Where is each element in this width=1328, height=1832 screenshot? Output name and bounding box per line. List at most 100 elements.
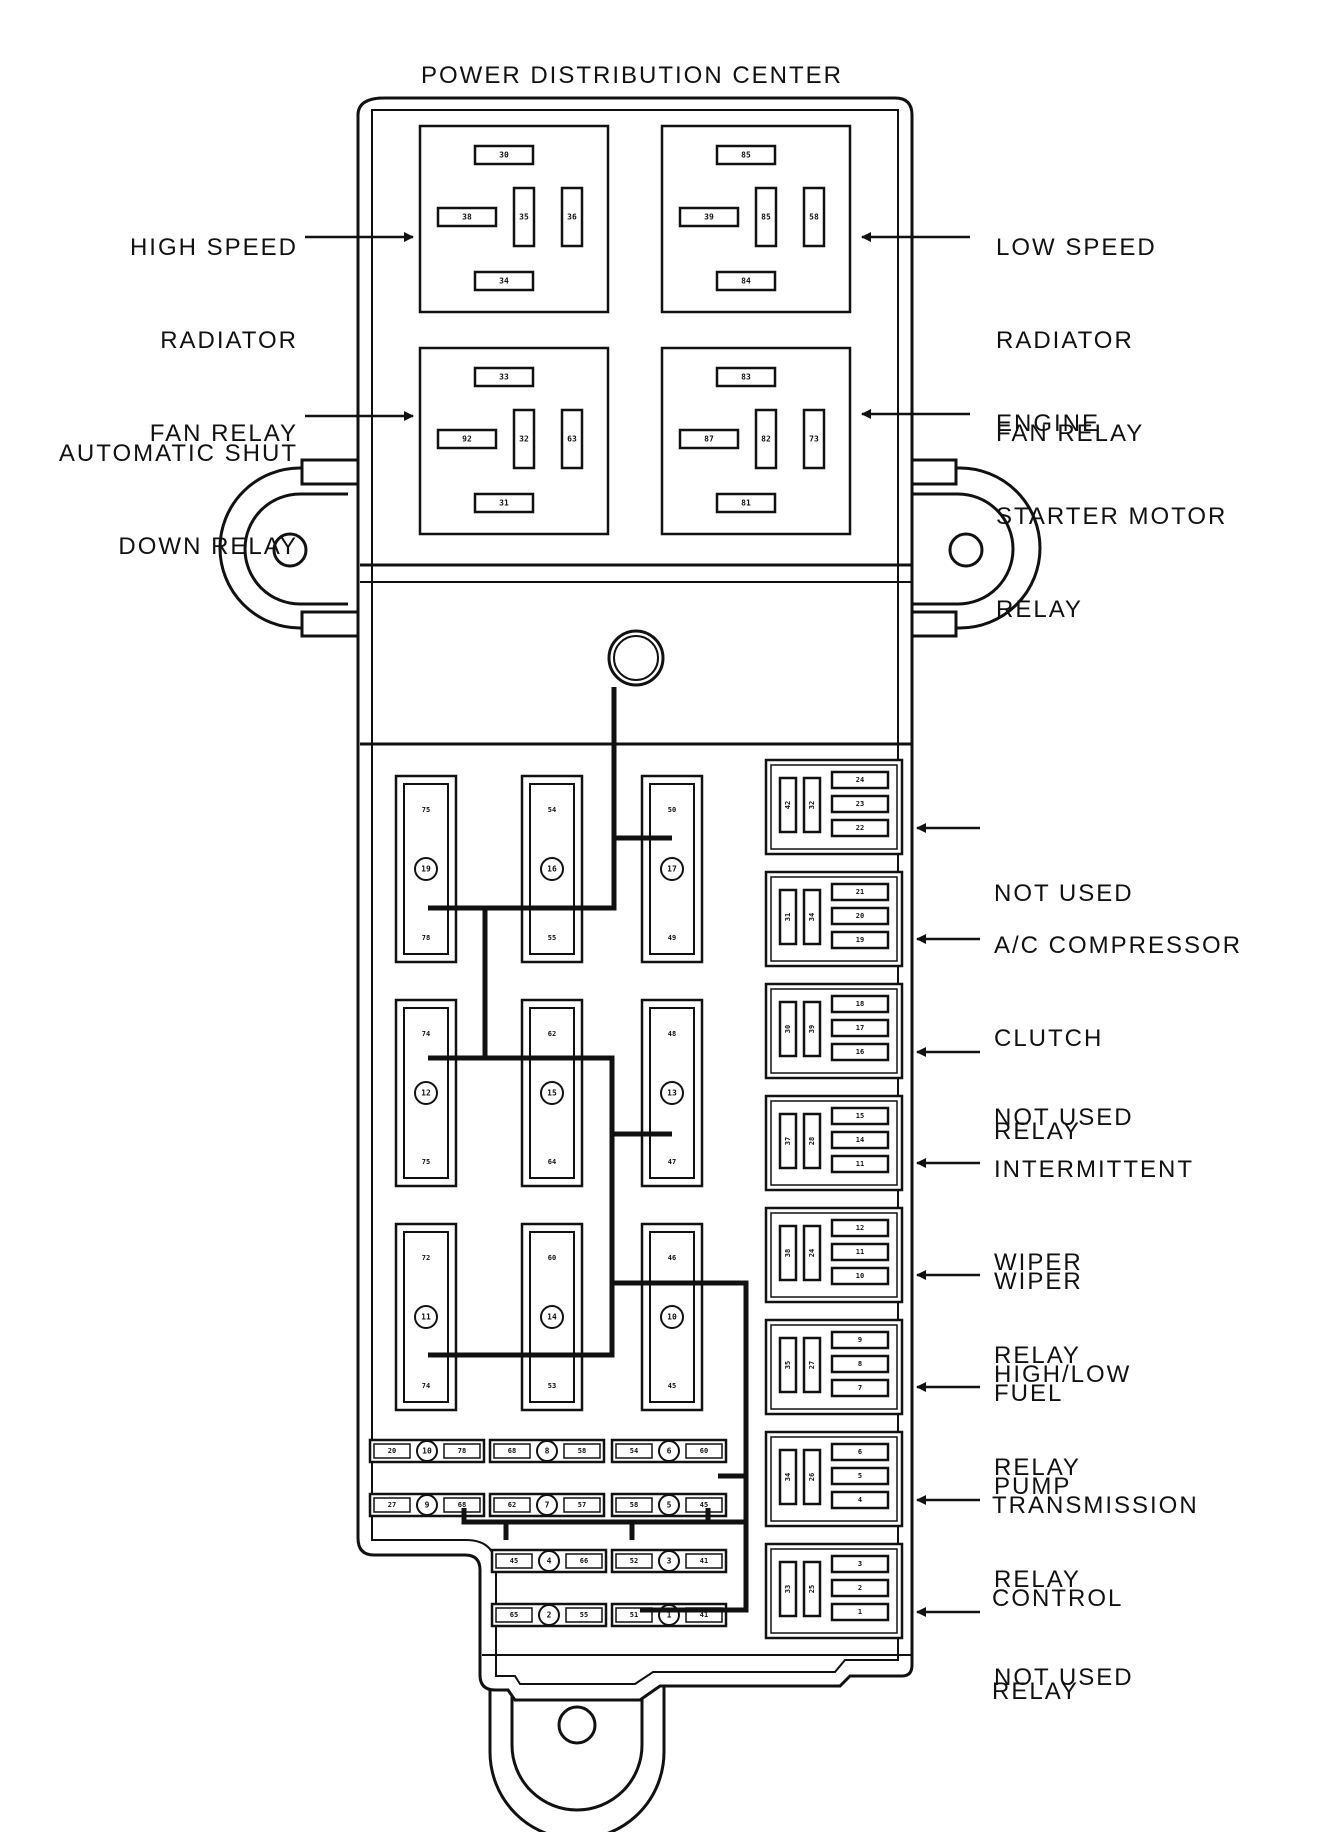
pin-slot	[473, 270, 535, 292]
label-intermittent-wiper-relay: INTERMITTENT WIPER RELAY	[994, 1092, 1194, 1402]
pin-slot	[715, 492, 777, 514]
pin-label: 38	[784, 1249, 792, 1257]
pin-label: 23	[856, 800, 864, 808]
pin-slot	[830, 794, 890, 814]
pin-slot	[802, 408, 826, 470]
pin-slot	[830, 906, 890, 926]
pin-slot	[473, 492, 535, 514]
pin-slot	[830, 1354, 890, 1374]
pin-label: 26	[808, 1473, 816, 1481]
pin-label: 75	[422, 1158, 430, 1166]
mini-fuse-ring	[538, 1550, 560, 1572]
pin-label: 31	[499, 499, 509, 508]
label-line: HIGH SPEED	[129, 234, 298, 261]
mini-fuse-terminal	[615, 1553, 653, 1569]
pin-label: 62	[508, 1501, 516, 1509]
mini-fuse-terminal	[565, 1553, 603, 1569]
mini-fuse-terminal	[615, 1497, 653, 1513]
pin-label: 46	[668, 1254, 676, 1262]
pin-slot	[802, 1448, 822, 1506]
label-line: RELAY	[996, 596, 1083, 623]
mini-fuse-ring	[658, 1494, 680, 1516]
pin-label: 3	[858, 1560, 862, 1568]
pin-slot	[436, 428, 498, 450]
label-transmission-control-relay: TRANSMISSION CONTROL RELAY	[992, 1428, 1199, 1738]
pin-slot	[830, 1154, 890, 1174]
diagram-title: POWER DISTRIBUTION CENTER	[421, 62, 844, 89]
pin-label: 41	[700, 1557, 708, 1565]
pin-slot	[715, 270, 777, 292]
pin-slot	[512, 186, 536, 248]
label-wiper-high-low-relay: WIPER HIGH/LOW RELAY	[994, 1204, 1131, 1514]
pin-label: 38	[462, 213, 472, 222]
label-line: LOW SPEED	[996, 234, 1157, 261]
label-not-used-1: NOT USED	[994, 816, 1134, 940]
fuse-number-ring	[414, 857, 438, 881]
pin-slot	[778, 1448, 798, 1506]
pin-label: 31	[784, 913, 792, 921]
mounting-ear-left	[218, 458, 360, 638]
small-relay-inner	[770, 876, 898, 962]
pin-label: 22	[856, 824, 864, 832]
label-line: RELAY	[994, 1454, 1081, 1481]
pin-label: 24	[808, 1249, 816, 1257]
pin-label: 55	[580, 1611, 588, 1619]
pin-slot	[830, 882, 890, 902]
pin-label: 58	[578, 1447, 586, 1455]
pin-slot	[473, 366, 535, 388]
mini-fuse-terminal	[495, 1607, 533, 1623]
maxi-fuse: 74 12 75	[394, 998, 458, 1188]
pin-label: 92	[462, 435, 472, 444]
pin-label: 60	[548, 1254, 556, 1262]
pin-label: 30	[784, 1025, 792, 1033]
pin-slot	[830, 1266, 890, 1286]
label-line: NOT USED	[994, 1664, 1134, 1691]
label-line: TRANSMISSION	[992, 1492, 1199, 1519]
fuse-number: 12	[421, 1089, 431, 1098]
label-line: STARTER MOTOR	[996, 503, 1228, 530]
mini-fuse-terminal	[563, 1497, 601, 1513]
mounting-ear-right	[898, 458, 1042, 638]
fuse-number-ring	[540, 1305, 564, 1329]
pin-label: 48	[668, 1030, 676, 1038]
pin-label: 28	[808, 1137, 816, 1145]
mini-fuse-ring	[536, 1440, 558, 1462]
bus-bars	[428, 687, 749, 1613]
fuse-outer	[640, 998, 704, 1188]
label-low-speed-radiator-fan-relay: LOW SPEED RADIATOR FAN RELAY	[996, 170, 1157, 480]
pin-slot	[830, 770, 890, 790]
pin-slot	[830, 1130, 890, 1150]
fuse-inner	[403, 783, 449, 955]
fuse-number: 17	[667, 865, 677, 874]
pin-label: 78	[422, 934, 430, 942]
pin-label: 75	[422, 806, 430, 814]
mini-fuse-ring	[416, 1494, 438, 1516]
label-not-used-3: NOT USED	[994, 1600, 1134, 1724]
pin-slot	[830, 1378, 890, 1398]
label-line: NOT USED	[994, 1104, 1134, 1131]
mini-fuse-terminal	[495, 1553, 533, 1569]
small-relay-inner	[770, 1436, 898, 1522]
pin-slot	[778, 1000, 798, 1058]
pin-label: 66	[580, 1557, 588, 1565]
pin-label: 50	[668, 806, 676, 814]
mini-fuse-terminal	[373, 1497, 411, 1513]
pin-label: 6	[858, 1448, 862, 1456]
label-line: NOT USED	[994, 880, 1134, 907]
pin-label: 45	[668, 1382, 676, 1390]
pin-slot	[802, 1560, 822, 1618]
pin-slot	[802, 1224, 822, 1282]
fuse-number: 11	[421, 1313, 431, 1322]
fuse-number-ring	[414, 1081, 438, 1105]
pin-slot	[802, 776, 822, 834]
pin-label: 74	[422, 1030, 430, 1038]
pin-label: 74	[422, 1382, 430, 1390]
